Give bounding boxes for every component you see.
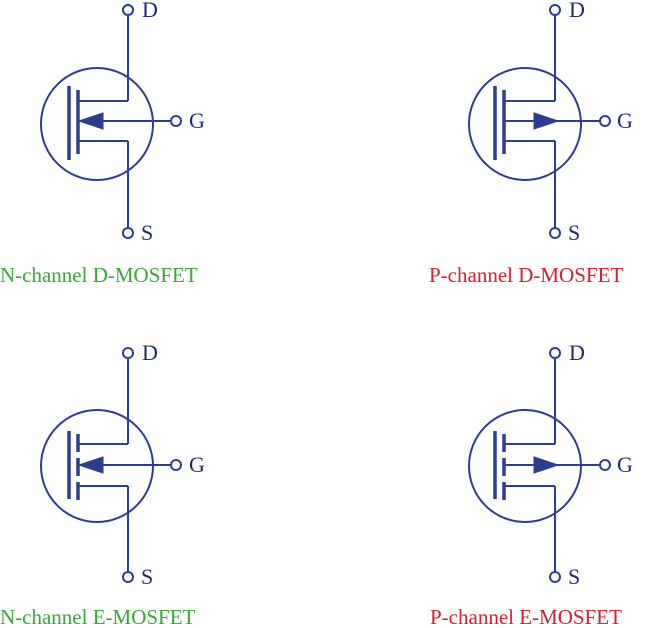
p-channel-d-mosfet-symbol: D G S P-channel D-MOSFET — [429, 0, 633, 287]
drain-terminal — [122, 4, 134, 16]
gate-terminal — [170, 115, 182, 127]
drain-label: D — [142, 340, 158, 365]
source-terminal — [122, 571, 134, 583]
gate-terminal — [599, 459, 611, 471]
source-terminal — [549, 571, 561, 583]
drain-label: D — [142, 0, 158, 22]
source-terminal — [122, 227, 134, 239]
n-channel-d-mosfet-symbol: D G S N-channel D-MOSFET — [0, 0, 205, 287]
source-label: S — [141, 564, 153, 589]
gate-terminal — [170, 459, 182, 471]
p-channel-e-mosfet-symbol: D G S P-channel E-MOSFET — [430, 340, 633, 628]
drain-terminal — [122, 347, 134, 359]
caption-p-channel-d-mosfet: P-channel D-MOSFET — [429, 263, 623, 287]
gate-label: G — [189, 452, 205, 477]
gate-label: G — [617, 452, 633, 477]
drain-terminal — [549, 4, 561, 16]
n-channel-e-mosfet-symbol: D G S N-channel E-MOSFET — [0, 340, 205, 628]
drain-label: D — [569, 0, 585, 22]
arrow-outward-icon — [533, 456, 560, 474]
device-envelope — [468, 67, 582, 181]
source-label: S — [568, 220, 580, 245]
arrow-inward-icon — [77, 112, 104, 130]
drain-terminal — [549, 347, 561, 359]
source-label: S — [141, 220, 153, 245]
drain-label: D — [569, 340, 585, 365]
caption-n-channel-d-mosfet: N-channel D-MOSFET — [0, 263, 198, 287]
caption-p-channel-e-mosfet: P-channel E-MOSFET — [430, 605, 622, 628]
gate-label: G — [189, 108, 205, 133]
gate-terminal — [599, 115, 611, 127]
arrow-outward-icon — [533, 112, 560, 130]
source-terminal — [549, 227, 561, 239]
arrow-inward-icon — [77, 456, 104, 474]
gate-label: G — [617, 108, 633, 133]
source-label: S — [568, 564, 580, 589]
device-envelope — [40, 67, 154, 181]
caption-n-channel-e-mosfet: N-channel E-MOSFET — [0, 605, 196, 628]
